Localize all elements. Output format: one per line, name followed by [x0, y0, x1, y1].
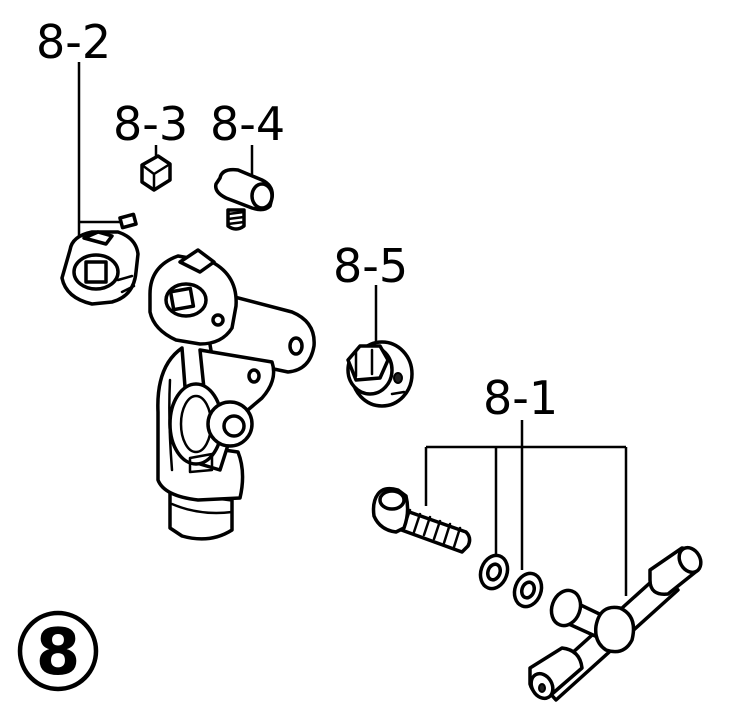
- part-8-2-pin: [118, 212, 138, 230]
- part-8-1-washer-1: [478, 553, 510, 591]
- part-8-1-washer-2: [512, 571, 544, 609]
- label-8-1: 8-1: [483, 371, 558, 425]
- part-8-2-collar: [60, 230, 140, 306]
- part-8-1-bolt: [371, 486, 472, 554]
- section-number-badge: 8: [17, 610, 99, 692]
- label-8-5: 8-5: [333, 239, 408, 293]
- part-8-1-t-handle: [528, 545, 703, 702]
- label-8-2: 8-2: [36, 15, 111, 69]
- leader-8-2: [77, 62, 120, 238]
- part-8-4-thumbscrew: [213, 167, 275, 231]
- part-main-bracket: [148, 248, 316, 541]
- label-8-3: 8-3: [113, 97, 188, 151]
- part-8-3-nut: [140, 154, 172, 192]
- badge-number: 8: [36, 616, 81, 690]
- label-8-4: 8-4: [210, 97, 285, 151]
- part-8-5-collar: [346, 340, 414, 408]
- leader-8-1: [424, 420, 628, 596]
